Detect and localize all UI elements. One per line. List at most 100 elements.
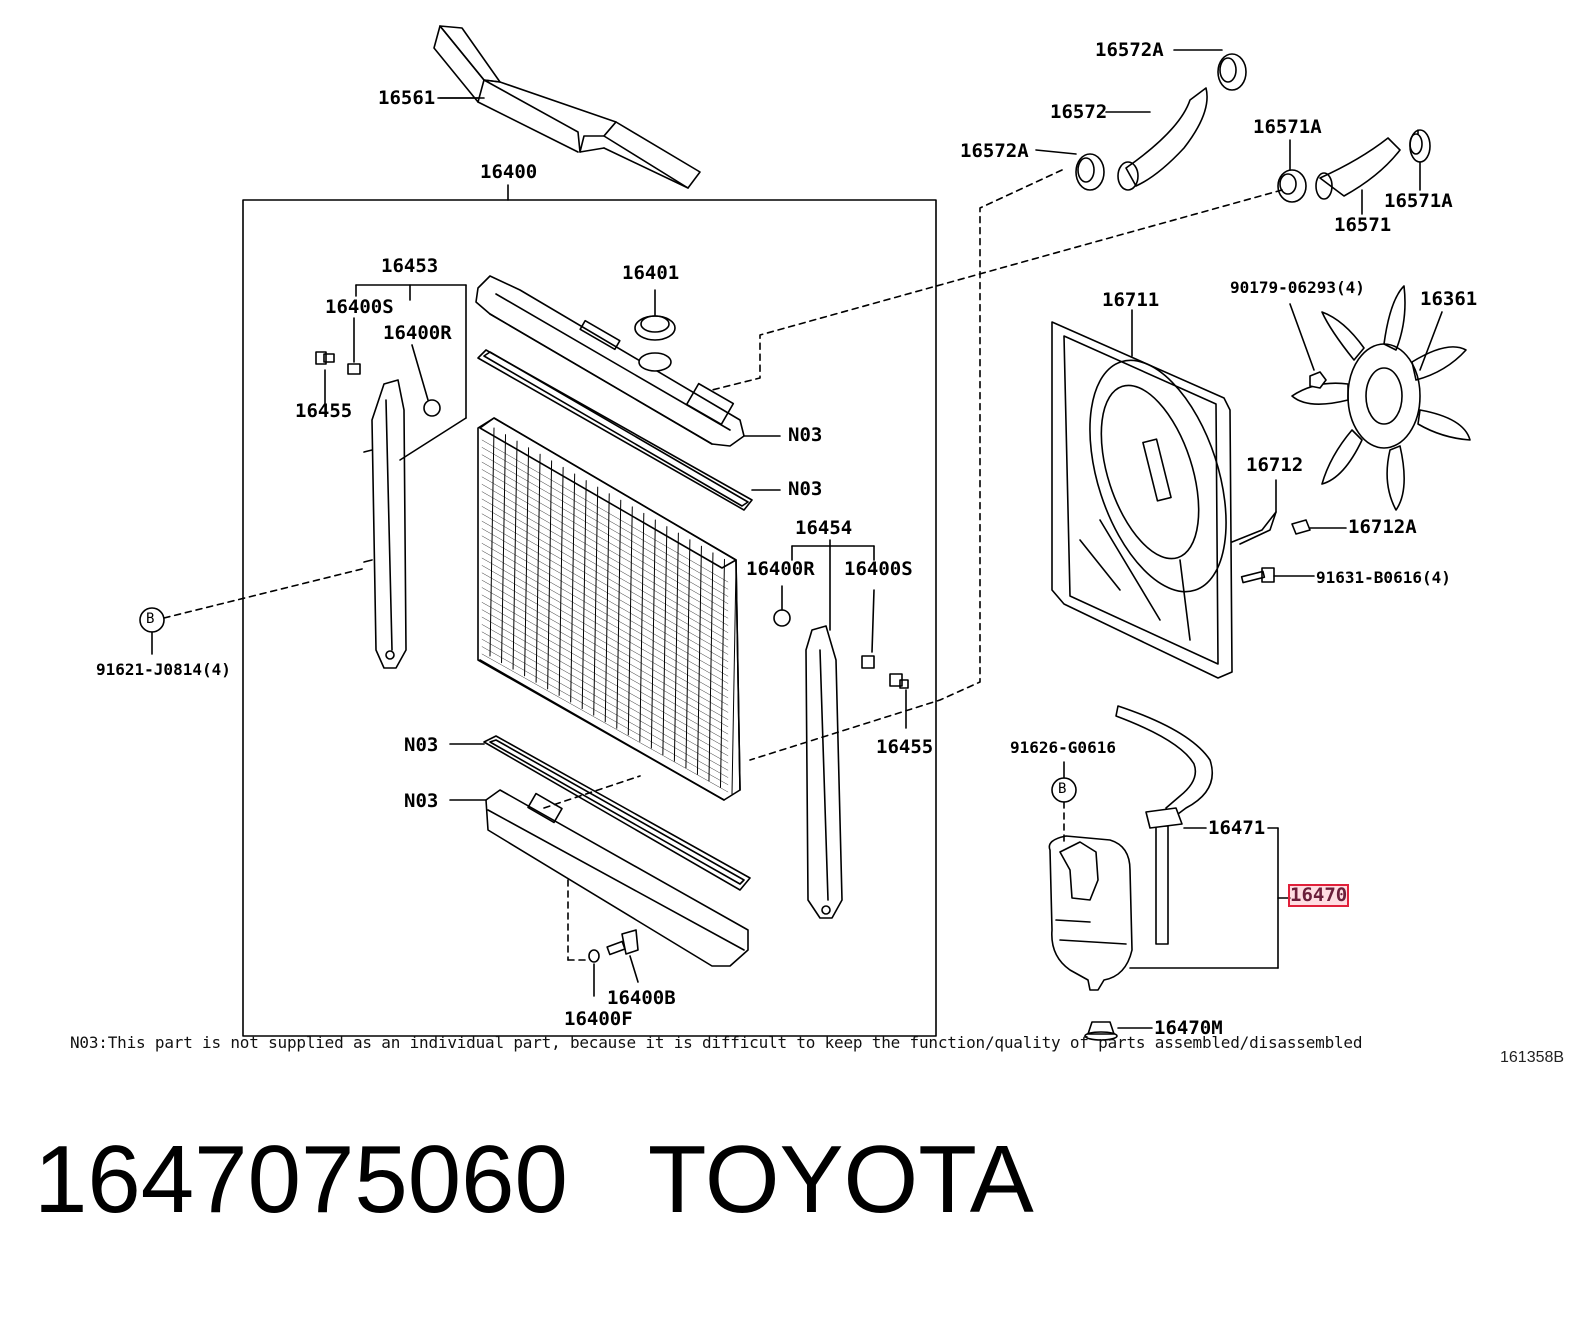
core-fin-line xyxy=(593,486,599,716)
core-tube-line xyxy=(481,447,729,590)
core-fin-line xyxy=(673,532,679,762)
label-b-right: B xyxy=(1058,781,1067,797)
core-tube-line xyxy=(481,491,729,633)
cushion-16400s-left xyxy=(347,363,361,375)
core-tube-line xyxy=(481,528,729,670)
core-tube-line xyxy=(481,602,729,742)
label-16400s-right: 16400S xyxy=(844,558,913,580)
radiator-core xyxy=(477,417,741,801)
lower-tank xyxy=(449,789,749,967)
core-fin-line xyxy=(696,545,702,775)
label-16401: 16401 xyxy=(622,262,680,284)
core-tube-line xyxy=(481,461,729,604)
core-tube-line xyxy=(481,594,729,735)
core-fin-line xyxy=(731,565,737,795)
label-n03-lower-tank: N03 xyxy=(404,790,439,812)
n03-footnote: N03:This part is not supplied as an indi… xyxy=(70,1033,1363,1052)
radiator-exploded-diagram xyxy=(139,25,1471,1041)
label-16572a-bottom: 16572A xyxy=(960,140,1029,162)
label-16361: 16361 xyxy=(1420,288,1478,310)
radiator-assembly-box xyxy=(242,199,937,1037)
label-91621: 91621-J0814(4) xyxy=(96,660,231,679)
core-fin-line xyxy=(685,539,691,769)
label-16455-right: 16455 xyxy=(876,736,934,758)
upper-tank xyxy=(475,275,781,447)
label-16572a-top: 16572A xyxy=(1095,39,1164,61)
nut-90179 xyxy=(1309,371,1327,389)
core-tube-line xyxy=(481,565,729,706)
core-tube-line xyxy=(481,646,729,785)
core-tube-line xyxy=(481,535,729,677)
core-fin-line xyxy=(650,519,656,749)
label-b-left: B xyxy=(146,611,155,627)
core-fin-line xyxy=(708,552,714,782)
label-n03-upper-tank: N03 xyxy=(788,424,823,446)
label-16561: 16561 xyxy=(378,87,436,109)
core-fin-line xyxy=(616,499,622,729)
label-16400f: 16400F xyxy=(564,1008,633,1030)
label-n03-lower-gasket: N03 xyxy=(404,734,439,756)
label-16470-highlighted[interactable]: 16470 xyxy=(1287,884,1350,907)
fan-shroud-16711 xyxy=(1051,321,1233,679)
label-16470m: 16470M xyxy=(1154,1017,1223,1039)
label-16572: 16572 xyxy=(1050,101,1108,123)
core-tube-line xyxy=(481,469,729,612)
core-tube-line xyxy=(481,624,729,764)
label-16711: 16711 xyxy=(1102,289,1160,311)
core-tube-line xyxy=(481,520,729,662)
left-bracket xyxy=(363,379,407,669)
reservoir-tank xyxy=(1048,835,1133,991)
core-tube-line xyxy=(481,513,729,655)
core-tube-line xyxy=(481,506,729,648)
hose-16571 xyxy=(1315,137,1401,200)
core-fin-line xyxy=(535,453,541,683)
core-tube-line xyxy=(481,454,729,597)
label-16455-left: 16455 xyxy=(295,400,353,422)
core-fin-line xyxy=(639,512,645,742)
core-tube-line xyxy=(481,476,729,619)
cushion-16400r-left xyxy=(423,399,441,417)
label-n03-upper-gasket: N03 xyxy=(788,478,823,500)
clip-16712a xyxy=(1291,519,1311,535)
bolt-91631 xyxy=(1240,567,1275,584)
core-fin-line xyxy=(662,526,668,756)
core-tube-line xyxy=(481,653,729,793)
shroud-hook-16712 xyxy=(1231,511,1277,545)
diagram-code: 161358B xyxy=(1500,1049,1565,1066)
core-tube-line xyxy=(481,550,729,691)
core-fin-line xyxy=(558,466,564,696)
bolt-16455-left xyxy=(315,351,335,365)
core-tube-line xyxy=(481,484,729,626)
clamp-16571a-left xyxy=(1277,169,1307,203)
core-tube-line xyxy=(481,557,729,699)
core-fin-line xyxy=(512,440,518,670)
core-fin-line xyxy=(604,493,610,723)
upper-gasket xyxy=(477,349,753,511)
hose-16572 xyxy=(1117,87,1208,191)
label-16453: 16453 xyxy=(381,255,439,277)
label-16571: 16571 xyxy=(1334,214,1392,236)
fan-16361 xyxy=(1291,285,1471,511)
core-tube-line xyxy=(481,616,729,756)
label-16400: 16400 xyxy=(480,161,538,183)
core-fin-line xyxy=(524,447,530,677)
core-fin-line xyxy=(581,480,587,710)
label-16400r-right: 16400R xyxy=(746,558,815,580)
core-fin-line xyxy=(570,473,576,703)
core-tube-line xyxy=(481,572,729,713)
core-fins xyxy=(481,427,737,795)
core-tube-line xyxy=(481,631,729,771)
label-16454: 16454 xyxy=(795,517,853,539)
lower-gasket xyxy=(483,735,751,891)
drain-cock-16400b xyxy=(606,929,639,956)
label-16400s-left: 16400S xyxy=(325,296,394,318)
label-16571a-left: 16571A xyxy=(1253,116,1322,138)
bolt-16455-right xyxy=(889,673,909,689)
core-tube-line xyxy=(481,439,729,583)
core-tube-line xyxy=(481,639,729,778)
cap-16470m xyxy=(1084,1021,1118,1041)
cushion-16400s-right xyxy=(861,655,875,669)
radiator-cap-16401 xyxy=(634,289,676,372)
label-16400b: 16400B xyxy=(607,987,676,1009)
core-tube-line xyxy=(481,580,729,720)
